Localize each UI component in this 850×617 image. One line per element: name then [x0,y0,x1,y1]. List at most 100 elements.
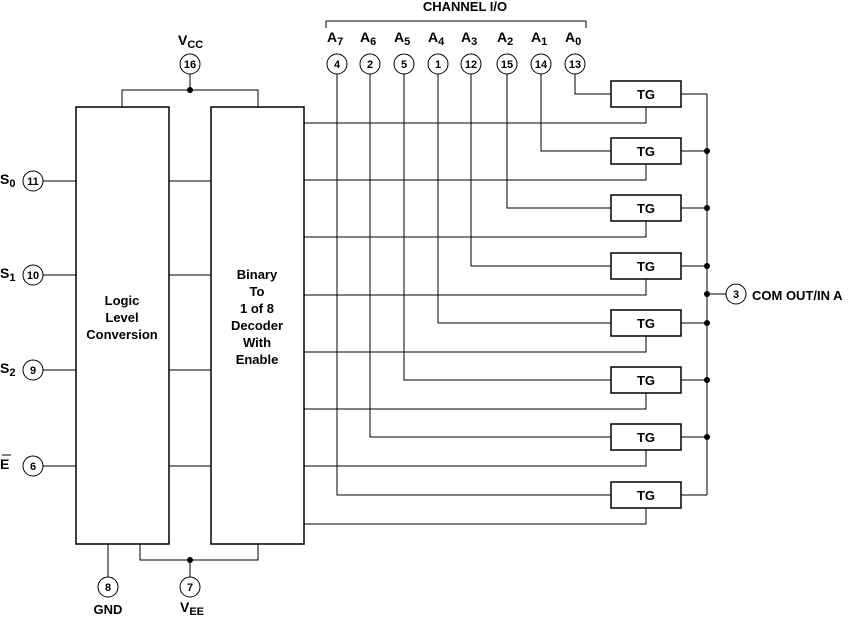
tg-a2-label: TG [637,201,655,216]
channel-label-a5: A5 [394,29,410,48]
decoder-control-a3 [304,279,647,296]
decoder-control-a4 [304,336,647,353]
channel-wire-a5 [403,74,611,381]
vcc-label: VCC [178,32,203,51]
channel-wire-a3 [470,74,611,267]
channel-pin-a3-circle [460,53,482,75]
input-label-s1: S1 [0,265,15,284]
com-out-label: COM OUT/IN A [752,288,843,303]
tg-a6-label: TG [637,430,655,445]
channel-io-bracket [325,20,587,28]
com-pin-circle [725,283,747,305]
channel-pin-a5-circle [393,53,415,75]
decoder-control-a7 [304,508,647,525]
tg-a7 [610,481,682,509]
gnd-label: GND [94,602,123,617]
tg-a7-label: TG [637,488,655,503]
vee-pin-number: 7 [187,582,193,594]
decoder-block-line-6: Enable [236,352,279,367]
channel-pin-a2-circle [496,53,518,75]
decoder-control-a5 [304,393,647,410]
com-junction [704,291,710,297]
channel-pin-a0-circle [564,53,586,75]
channel-label-a3: A3 [461,29,477,48]
channel-label-a2: A2 [497,29,513,48]
input-pin-s1-number: 10 [27,270,39,282]
channel-pin-a2-number: 15 [501,59,513,71]
channel-pin-a5-number: 5 [401,59,407,71]
decoder-control-a0 [304,107,647,124]
channel-pin-a6-number: 2 [367,59,373,71]
input-label-e: E [0,456,9,472]
decoder-block-line-4: Decoder [231,318,283,333]
channel-pin-a7-circle [326,53,348,75]
input-label-s2: S2 [0,360,15,379]
tg-a4 [610,309,682,337]
input-pin-s0-circle [22,170,44,192]
decoder-block-line-1: Binary [237,267,278,282]
channel-pin-a4-number: 1 [435,59,441,71]
pins: 16 7 8 11 10 9 6 4 2 5 1 12 15 14 13 3 [22,53,747,598]
vee-pin-circle [179,576,201,598]
tg-a6 [610,423,682,451]
channel-wire-a6 [369,74,611,438]
vee-label: VEE [180,599,204,617]
channel-wire-a2 [506,74,611,209]
logic-block-line-2: Level [105,310,138,325]
channel-pin-a4-circle [427,53,449,75]
gnd-pin-circle [97,576,119,598]
tg-a1 [610,137,682,165]
input-label-s0: S0 [0,171,15,190]
channel-pin-a3-number: 12 [465,59,477,71]
logic-block-line-3: Conversion [86,327,158,342]
com-pin-number: 3 [733,289,739,301]
logic-block-line-1: Logic [105,293,140,308]
decoder-control-a2 [304,221,647,238]
decoder-control-a6 [304,450,647,467]
channel-wire-a7 [336,74,611,496]
channel-pin-a1-number: 14 [535,59,548,71]
channel-wire-a4 [437,74,611,324]
tg-a2 [610,194,682,222]
tg-a3 [610,252,682,280]
channel-wire-a0 [574,74,611,95]
decoder-block-line-2: To [250,284,265,299]
tg-a0-label: TG [637,87,655,102]
vee-bus [139,544,259,561]
logic-level-conversion-block [75,106,170,545]
input-pin-s1-circle [22,264,44,286]
channel-label-a7: A7 [327,29,343,48]
tg-a0 [610,80,682,108]
vcc-pin-circle [179,53,201,75]
tg-a5 [610,366,682,394]
input-pin-e-number: 6 [30,461,36,473]
channel-pin-a1-circle [530,53,552,75]
channel-label-a6: A6 [360,29,376,48]
channel-wire-a1 [540,74,611,152]
vee-junction [187,557,193,563]
channel-pin-a7-number: 4 [334,59,341,71]
decoder-control-a1 [304,164,647,181]
channel-label-a0: A0 [565,29,581,48]
vcc-junction [187,87,193,93]
tg-a3-label: TG [637,259,655,274]
vcc-pin-number: 16 [184,59,196,71]
tg-a5-label: TG [637,373,655,388]
channel-pin-a6-circle [359,53,381,75]
input-pin-s2-number: 9 [30,365,36,377]
blocks: Logic Level Conversion Binary To 1 of 8 … [75,106,305,545]
decoder-block-line-5: With [243,335,271,350]
decoder-block [210,106,305,545]
tg-a4-label: TG [637,316,655,331]
channel-label-a4: A4 [428,29,445,48]
input-pin-s0-number: 11 [27,176,39,188]
gnd-pin-number: 8 [105,582,111,594]
channel-pin-a0-number: 13 [569,59,581,71]
wires [43,74,726,577]
input-pin-s2-circle [22,359,44,381]
channel-label-a1: A1 [531,29,547,48]
input-pin-e-circle [22,455,44,477]
